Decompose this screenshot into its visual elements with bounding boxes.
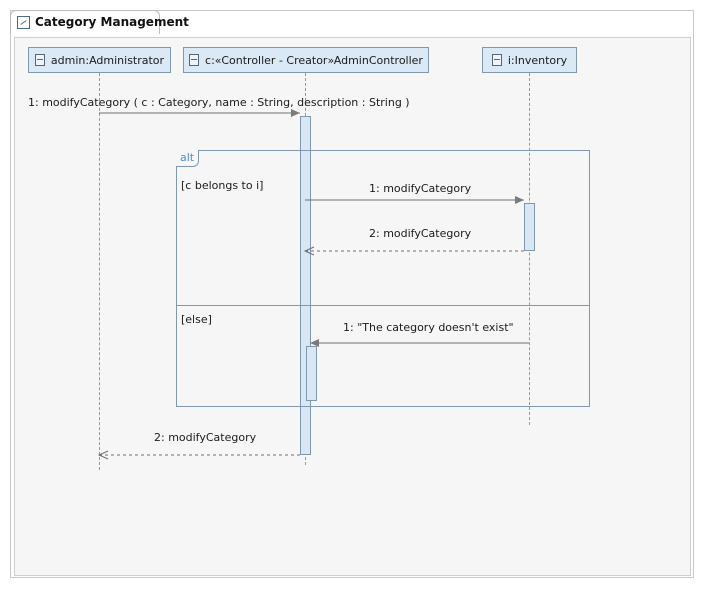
message-label-4: 1: "The category doesn't exist" (343, 321, 514, 334)
diagram-icon (17, 16, 30, 29)
lifeline-admin[interactable]: admin:Administrator (28, 47, 171, 73)
diagram-tab[interactable]: Category Management (10, 10, 189, 34)
inventory-activation[interactable] (524, 203, 535, 251)
alt-fragment-divider (177, 305, 589, 306)
message-label-2: 1: modifyCategory (369, 182, 472, 195)
alt-fragment-tag: alt (176, 150, 199, 167)
lifeline-icon (34, 54, 45, 66)
message-label-3: 2: modifyCategory (369, 227, 472, 240)
lifeline-inventory-label: i:Inventory (507, 53, 568, 67)
diagram-tab-title: Category Management (35, 15, 189, 29)
lifeline-admin-label: admin:Administrator (50, 53, 165, 67)
lifeline-icon (491, 54, 502, 66)
controller-activation-main[interactable] (300, 116, 311, 455)
lifeline-inventory[interactable]: i:Inventory (482, 47, 577, 73)
lifeline-icon (189, 54, 200, 66)
alt-guard-condition: [c belongs to i] (181, 179, 264, 192)
message-label-5: 2: modifyCategory (154, 431, 257, 444)
alt-fragment[interactable] (176, 150, 590, 407)
sequence-canvas (14, 37, 691, 576)
alt-guard-else: [else] (181, 313, 212, 326)
message-label-1: 1: modifyCategory ( c : Category, name :… (28, 96, 410, 109)
lifeline-admin-controller-label: c:«Controller - Creator»AdminController (205, 53, 423, 67)
lifeline-admin-dashed-line (99, 73, 100, 470)
lifeline-admin-controller[interactable]: c:«Controller - Creator»AdminController (183, 47, 429, 73)
